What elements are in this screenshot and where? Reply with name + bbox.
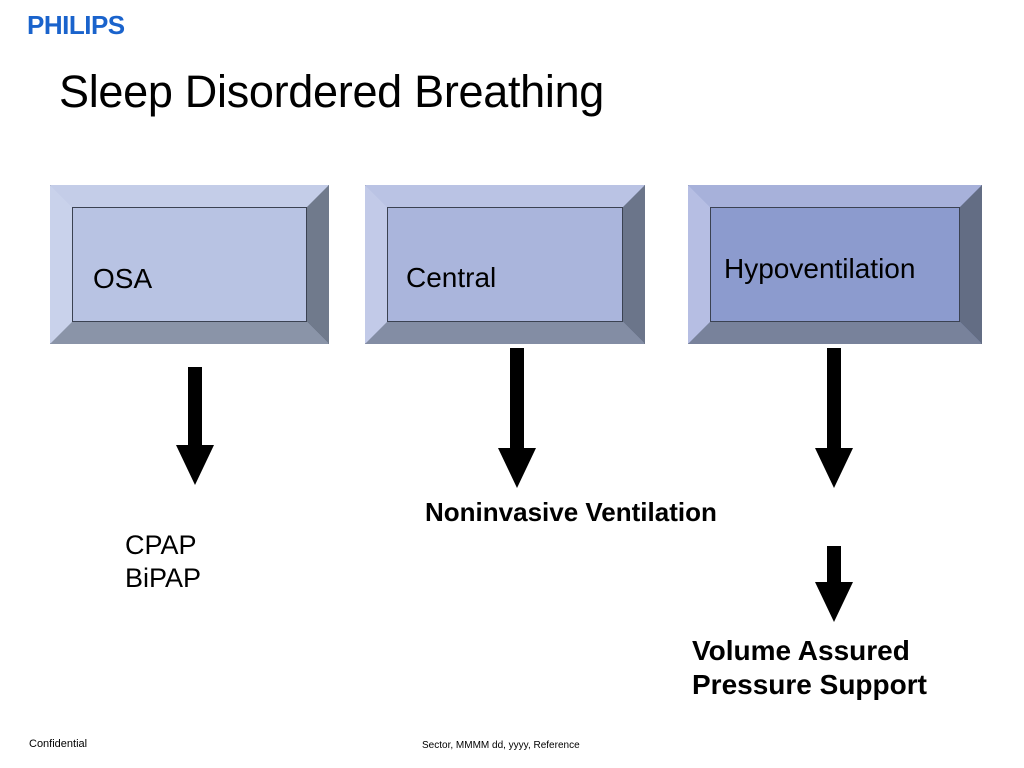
arrow-shaft	[188, 367, 202, 447]
box-hypo-label: Hypoventilation	[724, 252, 916, 284]
arrow-shaft	[510, 348, 524, 450]
arrow-shaft	[827, 546, 841, 586]
page-title: Sleep Disordered Breathing	[59, 66, 605, 117]
label-cpap-bipap: CPAP BiPAP	[125, 529, 201, 595]
footer-confidential: Confidential	[29, 738, 88, 750]
arrow-hypo-to-niv	[815, 348, 853, 488]
arrow-head	[176, 445, 214, 485]
label-vaps-line1: Volume Assured	[692, 635, 910, 666]
label-cpap: CPAP	[125, 530, 197, 560]
arrow-niv-to-vaps	[815, 546, 853, 622]
box-central-inner: Central	[387, 207, 623, 322]
arrow-head	[498, 448, 536, 488]
label-noninvasive-ventilation: Noninvasive Ventilation	[425, 497, 717, 527]
diagram-box-central[interactable]: Central	[365, 185, 645, 344]
footer-reference: Sector, MMMM dd, yyyy, Reference	[422, 740, 580, 751]
label-volume-assured-pressure-support: Volume Assured Pressure Support	[692, 634, 927, 702]
philips-logo: PHILIPS	[27, 10, 125, 40]
box-osa-label: OSA	[93, 262, 153, 294]
arrow-head	[815, 582, 853, 622]
box-hypo-inner: Hypoventilation	[710, 207, 960, 322]
diagram-box-osa[interactable]: OSA	[50, 185, 329, 344]
arrow-central-to-niv	[498, 348, 536, 488]
box-central-label: Central	[406, 261, 497, 293]
box-osa-inner: OSA	[72, 207, 307, 322]
diagram-box-hypoventilation[interactable]: Hypoventilation	[688, 185, 982, 344]
label-vaps-line2: Pressure Support	[692, 669, 927, 701]
arrow-head	[815, 448, 853, 488]
label-bipap: BiPAP	[125, 562, 202, 593]
arrow-shaft	[827, 348, 841, 450]
arrow-osa-to-cpap	[176, 367, 214, 485]
